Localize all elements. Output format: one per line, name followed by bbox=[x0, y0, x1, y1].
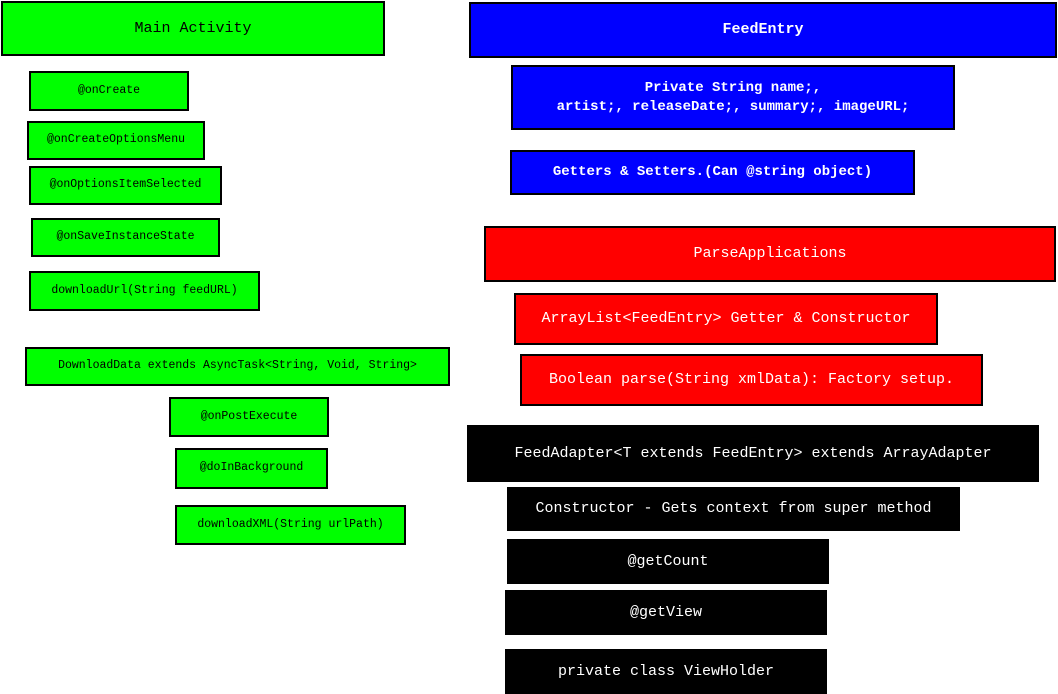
on-create-options-menu-label: @onCreateOptionsMenu bbox=[46, 133, 186, 147]
feed-entry-fields-line2: artist;, releaseDate;, summary;, imageUR… bbox=[556, 98, 910, 115]
feed-entry-title: FeedEntry bbox=[722, 21, 804, 39]
feed-entry-fields-line1: Private String name;, bbox=[644, 80, 822, 97]
feed-entry-fields-box: Private String name;, artist;, releaseDa… bbox=[511, 65, 955, 130]
on-save-instance-state-box: @onSaveInstanceState bbox=[31, 218, 220, 257]
download-data-label: DownloadData extends AsyncTask<String, V… bbox=[58, 359, 417, 373]
download-xml-box: downloadXML(String urlPath) bbox=[175, 505, 406, 545]
get-count-label: @getCount bbox=[627, 552, 709, 570]
download-data-box: DownloadData extends AsyncTask<String, V… bbox=[25, 347, 450, 386]
get-count-box: @getCount bbox=[507, 539, 829, 584]
download-url-label: downloadUrl(String feedURL) bbox=[51, 283, 238, 297]
on-create-label: @onCreate bbox=[77, 83, 141, 97]
parse-method-box: Boolean parse(String xmlData): Factory s… bbox=[520, 354, 983, 406]
arraylist-getter-box: ArrayList<FeedEntry> Getter & Constructo… bbox=[514, 293, 938, 345]
arraylist-getter-label: ArrayList<FeedEntry> Getter & Constructo… bbox=[541, 310, 911, 328]
do-in-background-box: @doInBackground bbox=[175, 448, 328, 489]
do-in-background-label: @doInBackground bbox=[199, 461, 304, 475]
feed-adapter-title: FeedAdapter<T extends FeedEntry> extends… bbox=[514, 444, 992, 462]
getters-setters-label: Getters & Setters.(Can @string object) bbox=[552, 164, 873, 181]
main-activity-title: Main Activity bbox=[134, 19, 252, 37]
on-options-item-selected-box: @onOptionsItemSelected bbox=[29, 166, 222, 205]
feed-adapter-constructor-label: Constructor - Gets context from super me… bbox=[535, 500, 932, 518]
main-activity-header: Main Activity bbox=[1, 1, 385, 56]
on-options-item-selected-label: @onOptionsItemSelected bbox=[49, 178, 202, 192]
download-url-box: downloadUrl(String feedURL) bbox=[29, 271, 260, 311]
on-post-execute-label: @onPostExecute bbox=[200, 409, 298, 423]
parse-applications-title: ParseApplications bbox=[693, 245, 847, 263]
view-holder-box: private class ViewHolder bbox=[505, 649, 827, 694]
feed-entry-header: FeedEntry bbox=[469, 2, 1057, 58]
get-view-box: @getView bbox=[505, 590, 827, 635]
on-post-execute-box: @onPostExecute bbox=[169, 397, 329, 437]
parse-applications-header: ParseApplications bbox=[484, 226, 1056, 282]
download-xml-label: downloadXML(String urlPath) bbox=[197, 517, 384, 531]
on-create-box: @onCreate bbox=[29, 71, 189, 111]
get-view-label: @getView bbox=[629, 603, 702, 621]
feed-adapter-constructor-box: Constructor - Gets context from super me… bbox=[507, 487, 960, 531]
getters-setters-box: Getters & Setters.(Can @string object) bbox=[510, 150, 915, 195]
view-holder-label: private class ViewHolder bbox=[557, 662, 775, 680]
on-save-instance-state-label: @onSaveInstanceState bbox=[56, 230, 195, 244]
feed-adapter-header: FeedAdapter<T extends FeedEntry> extends… bbox=[467, 425, 1039, 482]
on-create-options-menu-box: @onCreateOptionsMenu bbox=[27, 121, 205, 160]
parse-method-label: Boolean parse(String xmlData): Factory s… bbox=[548, 371, 955, 389]
